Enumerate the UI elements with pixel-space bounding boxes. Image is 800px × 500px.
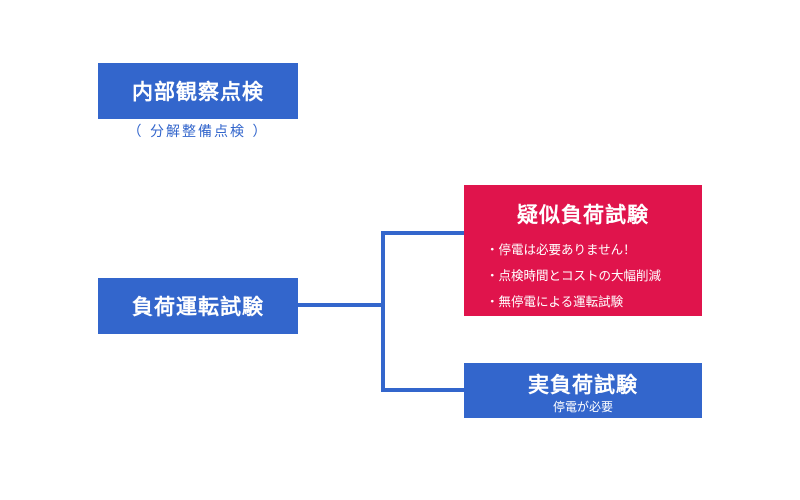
pseudo-load-test-box: 疑似負荷試験 停電は必要ありません！ 点検時間とコストの大幅削減 無停電による運…	[464, 185, 702, 316]
real-load-test-box: 実負荷試験 停電が必要	[464, 363, 702, 418]
pseudo-point: 点検時間とコストの大幅削減	[486, 263, 662, 289]
load-test-title: 負荷運転試験	[132, 295, 264, 319]
real-load-test-title: 実負荷試験	[528, 373, 638, 397]
pseudo-load-test-points: 停電は必要ありません！ 点検時間とコストの大幅削減 無停電による運転試験	[486, 237, 662, 315]
pseudo-point: 停電は必要ありません！	[486, 237, 661, 263]
pseudo-point: 無停電による運転試験	[486, 289, 661, 315]
internal-inspection-box: 内部観察点検	[98, 63, 298, 119]
real-load-test-note: 停電が必要	[552, 400, 613, 414]
pseudo-load-test-title: 疑似負荷試験	[517, 203, 649, 227]
internal-inspection-note: （ 分解整備点検 ）	[127, 124, 269, 140]
internal-inspection-title: 内部観察点検	[132, 80, 264, 104]
load-test-box: 負荷運転試験	[98, 278, 298, 334]
